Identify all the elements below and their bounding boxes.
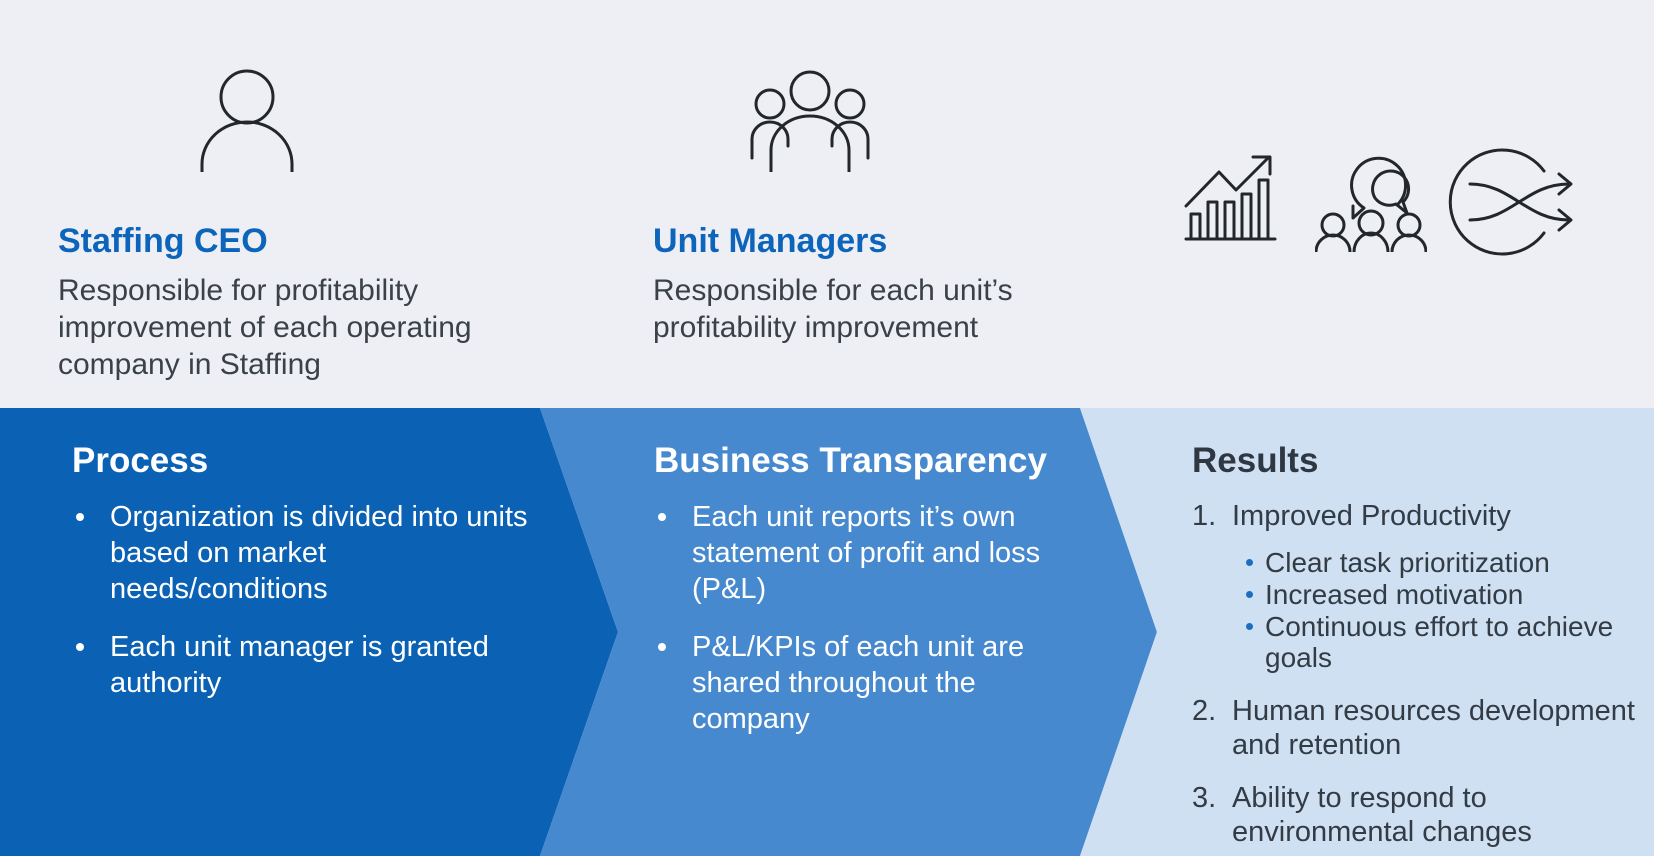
transparency-bullet: P&L/KPIs of each unit are shared through…: [692, 631, 1025, 735]
transparency-title: Business Transparency: [654, 441, 1047, 480]
growth-chart-icon: [1183, 150, 1278, 242]
list-number: 1.: [1192, 500, 1217, 532]
transparency-bullet: Each unit reports it’s own statement of …: [692, 501, 1041, 605]
results-item-text: Improved Productivity: [1232, 500, 1511, 532]
sub-bullet-text: Continuous effort to achieve goals: [1265, 611, 1614, 673]
list-item: Each unit manager is granted authority: [72, 629, 542, 701]
list-item: 3. Ability to respond to environmental c…: [1192, 781, 1652, 849]
transparency-chevron: [540, 408, 1157, 856]
sub-bullet-text: Increased motivation: [1265, 579, 1524, 610]
process-bullet: Each unit manager is granted authority: [110, 631, 489, 699]
sub-bullet-list: Clear task prioritization Increased moti…: [1246, 547, 1613, 673]
team-discussion-icon: [1315, 150, 1427, 252]
sub-bullet-text: Clear task prioritization: [1265, 547, 1550, 578]
transparency-panel-content: Business Transparency Each unit reports …: [654, 408, 1094, 759]
list-item: Clear task prioritization: [1246, 547, 1613, 578]
people-group-icon: [748, 66, 872, 172]
results-panel-content: Results 1. Improved Productivity Clear t…: [1192, 408, 1652, 856]
role-title-staffing-ceo: Staffing CEO: [58, 222, 268, 260]
results-item-text: Ability to respond to environmental chan…: [1232, 782, 1532, 848]
list-number: 3.: [1192, 782, 1217, 814]
bullet-icon: [1246, 559, 1253, 566]
list-item: Increased motivation: [1246, 579, 1613, 610]
process-title: Process: [72, 441, 209, 480]
list-item: Continuous effort to achieve goals: [1246, 611, 1613, 673]
bullet-icon: [658, 643, 666, 651]
results-chevron: [1080, 408, 1654, 856]
role-title-unit-managers: Unit Managers: [653, 222, 888, 260]
process-chevron: [0, 408, 618, 856]
list-item: P&L/KPIs of each unit are shared through…: [654, 629, 1094, 737]
process-bullet: Organization is divided into units based…: [110, 501, 528, 605]
list-item-body: Improved Productivity Clear task priorit…: [1232, 499, 1613, 675]
list-item: Organization is divided into units based…: [72, 499, 542, 607]
list-item: 1. Improved Productivity Clear task prio…: [1192, 499, 1652, 675]
list-item: Each unit reports it’s own statement of …: [654, 499, 1094, 607]
bullet-icon: [1246, 623, 1253, 630]
bullet-icon: [1246, 591, 1253, 598]
results-title: Results: [1192, 441, 1319, 480]
results-item-text: Human resources development and retentio…: [1232, 695, 1635, 761]
list-number: 2.: [1192, 695, 1217, 727]
top-section: Staffing CEO Responsible for profitabili…: [0, 0, 1654, 408]
role-description-staffing-ceo: Responsible for profitability improvemen…: [58, 274, 472, 381]
person-icon: [195, 60, 301, 172]
flow-band: [0, 408, 1654, 856]
process-panel-content: Process Organization is divided into uni…: [72, 408, 542, 723]
list-item: 2. Human resources development and reten…: [1192, 694, 1652, 762]
bullet-icon: [658, 513, 666, 521]
exchange-arrows-icon: [1440, 148, 1585, 256]
role-description-unit-managers: Responsible for each unit’s profitabilit…: [653, 274, 1013, 344]
bullet-icon: [76, 513, 84, 521]
bullet-icon: [76, 643, 84, 651]
